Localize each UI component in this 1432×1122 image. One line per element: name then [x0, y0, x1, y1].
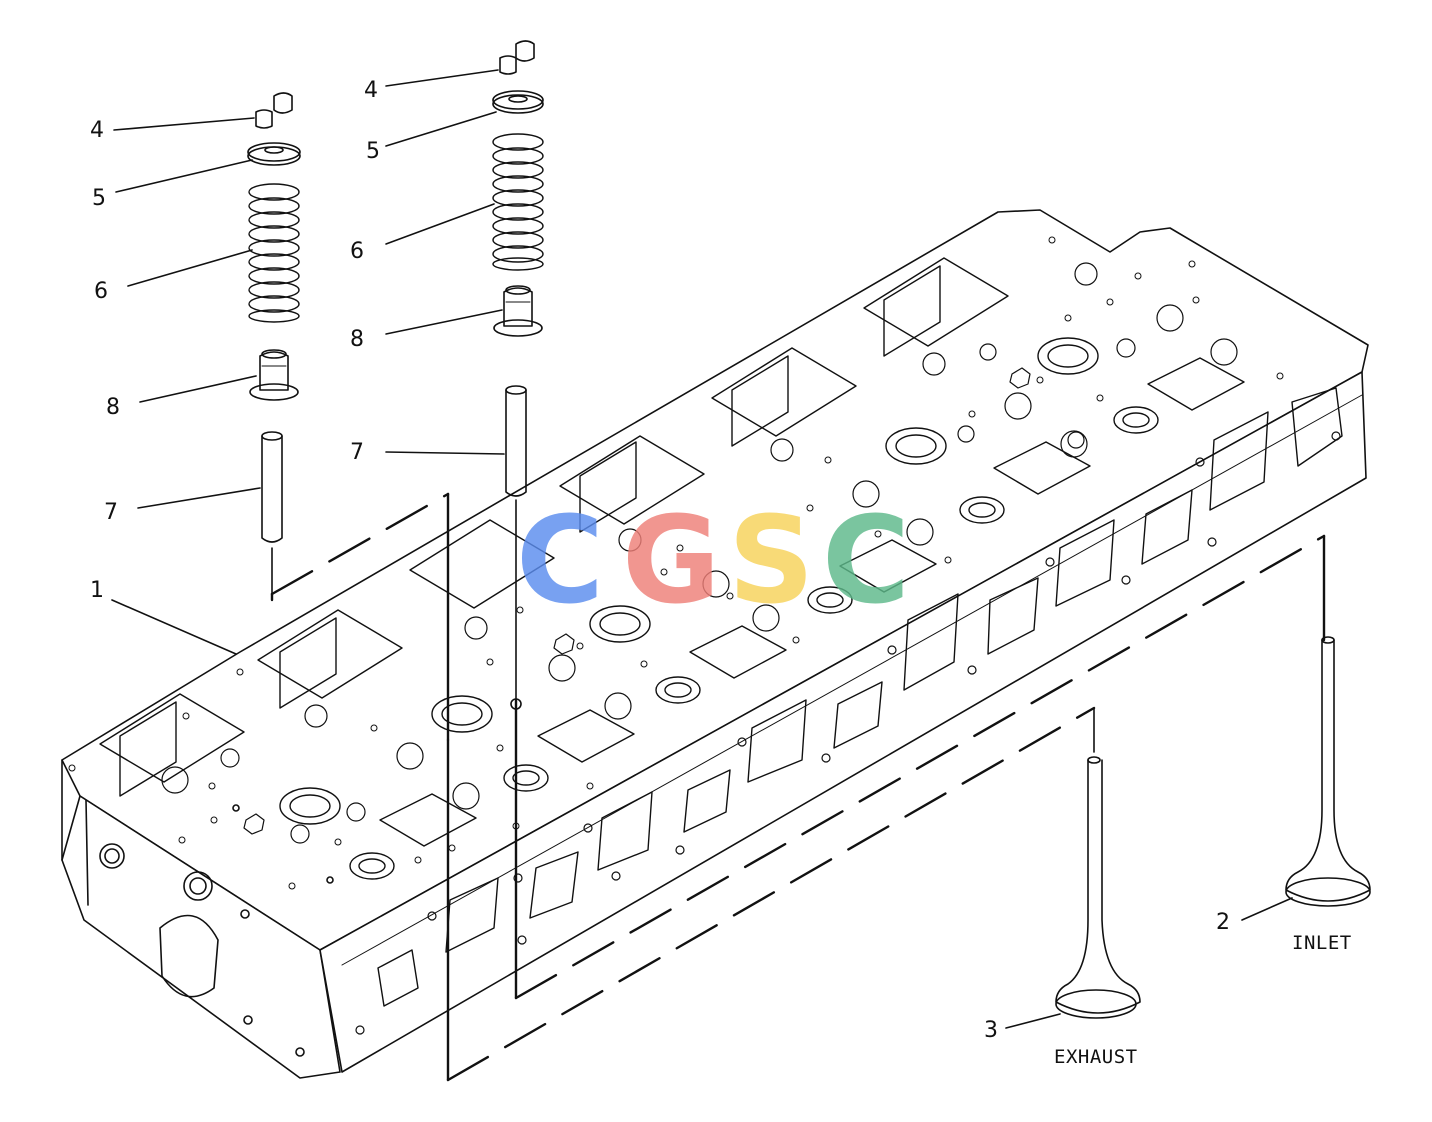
valve-seal-part: [249, 349, 299, 401]
spring-retainer-part-2: [492, 90, 544, 114]
watermark-letter-c1: C: [516, 492, 605, 631]
cylinder-head-block: [61, 209, 1369, 1079]
assembly-path-lines: [270, 492, 1326, 1082]
callout-8-right: 8: [350, 327, 364, 352]
callout-7-left: 7: [104, 500, 118, 525]
watermark-letter-g: G: [622, 492, 721, 631]
callout-3: 3: [984, 1018, 998, 1043]
callout-8-left: 8: [106, 395, 120, 420]
valve-keeper-part: [255, 92, 293, 129]
valve-seal-part-2: [493, 285, 543, 337]
valve-guide-part: [261, 431, 283, 595]
left-valve-stack: [247, 92, 301, 595]
callout-5-right: 5: [366, 139, 380, 164]
right-valve-stack: [492, 40, 544, 710]
callout-2: 2: [1216, 910, 1230, 935]
exhaust-caption: EXHAUST: [1054, 1046, 1138, 1068]
exhaust-valve-part: [1055, 707, 1141, 1019]
callout-4-left: 4: [90, 118, 104, 143]
callout-6-right: 6: [350, 239, 364, 264]
callout-4-right: 4: [364, 78, 378, 103]
callout-5-left: 5: [92, 186, 106, 211]
inlet-caption: INLET: [1292, 932, 1352, 954]
valve-guide-part-2: [505, 385, 527, 710]
leader-lines: [111, 69, 1293, 1029]
valve-spring-part: [248, 183, 300, 323]
callout-6-left: 6: [94, 279, 108, 304]
callout-1: 1: [90, 578, 104, 603]
callout-7-right: 7: [350, 440, 364, 465]
inlet-valve-part: [1285, 636, 1371, 907]
watermark-letter-s: S: [728, 492, 815, 631]
watermark-letter-c2: C: [822, 492, 911, 631]
valve-spring-part-2: [492, 133, 544, 271]
valve-keeper-part-2: [499, 40, 535, 75]
spring-retainer-part: [247, 142, 301, 166]
